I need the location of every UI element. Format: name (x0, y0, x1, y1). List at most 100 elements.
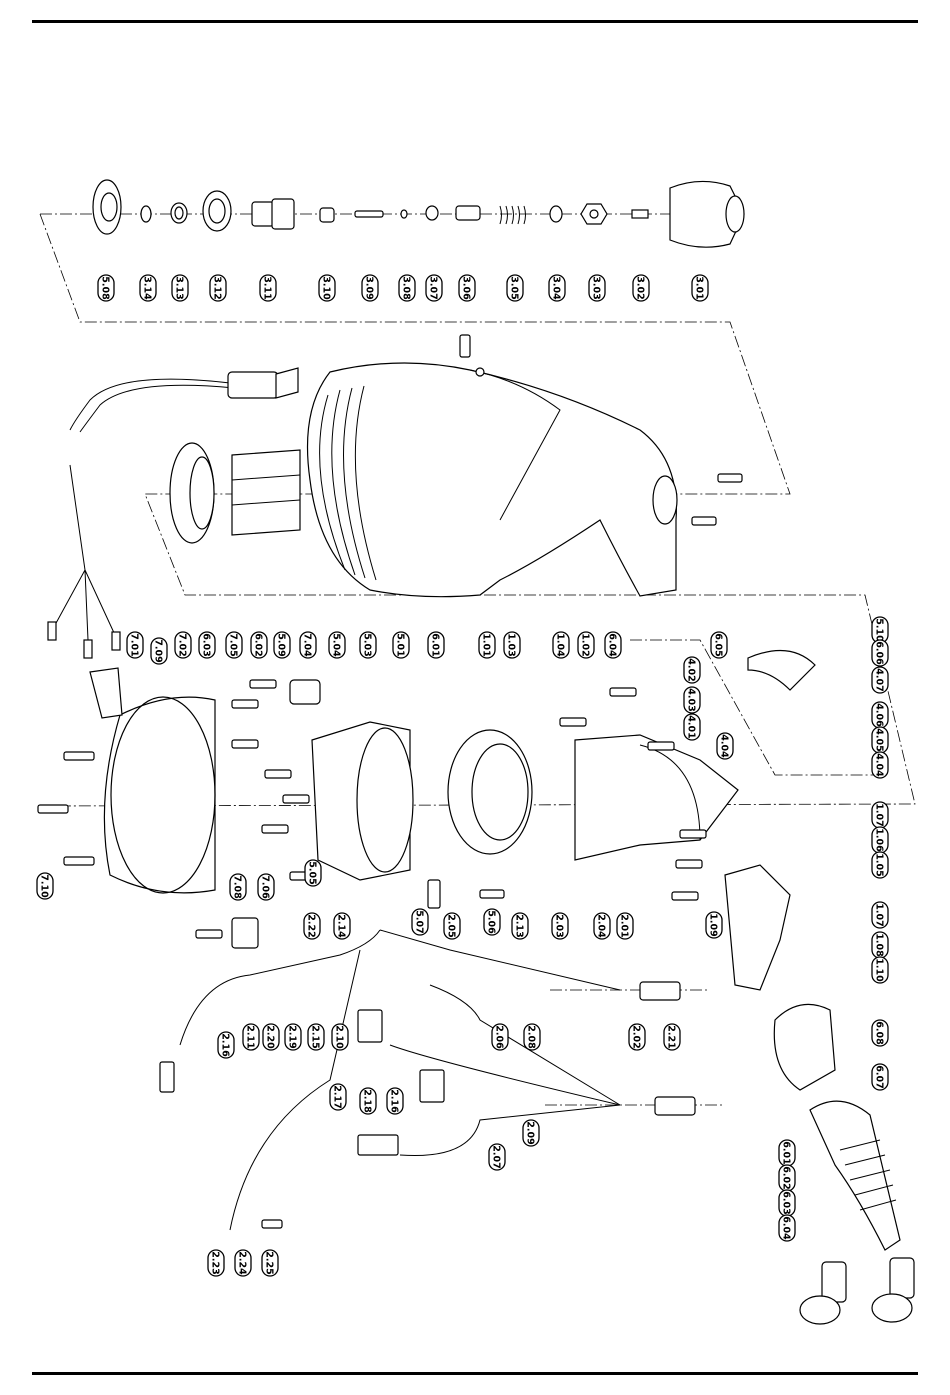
part-label-3-09: 3.09 (361, 274, 379, 302)
part-label-3-10: 3.10 (318, 274, 336, 302)
svg-text:4.05: 4.05 (874, 728, 885, 751)
svg-text:1.07: 1.07 (874, 903, 885, 926)
trigger-5-10 (747, 649, 816, 691)
svg-text:2.16: 2.16 (389, 1089, 400, 1113)
part-label-2-23: 2.23 (207, 1249, 225, 1277)
part-label-6-04: 6.04 (778, 1214, 796, 1242)
svg-text:7.10: 7.10 (39, 874, 50, 898)
part-label-1-03: 1.03 (503, 631, 521, 659)
part-label-5-07: 5.07 (411, 908, 429, 936)
svg-text:4.07: 4.07 (874, 668, 885, 691)
svg-text:6.02: 6.02 (253, 633, 264, 656)
part-label-6-07: 6.07 (871, 1063, 889, 1091)
part-label-2-10: 2.10 (331, 1023, 349, 1051)
part-label-3-07: 3.07 (425, 274, 443, 302)
part-label-1-05: 1.05 (871, 851, 889, 879)
part-label-6-03: 6.03 (198, 631, 216, 659)
part-label-5-01: 5.01 (392, 631, 410, 659)
part-label-1-07: 1.07 (871, 801, 889, 829)
svg-text:6.03: 6.03 (781, 1191, 792, 1214)
svg-text:1.08: 1.08 (874, 933, 885, 957)
svg-text:2.16: 2.16 (220, 1033, 231, 1057)
bottom-rule (32, 1372, 918, 1375)
svg-text:1.04: 1.04 (555, 633, 566, 657)
part-label-3-11: 3.11 (259, 274, 277, 302)
part-label-1-04: 1.04 (552, 631, 570, 659)
svg-text:2.01: 2.01 (619, 914, 630, 937)
top-rule (32, 20, 918, 23)
part-label-4-05: 4.05 (871, 726, 889, 754)
svg-text:3.08: 3.08 (401, 276, 412, 300)
part-label-1-09: 1.09 (705, 911, 723, 939)
part-label-2-15: 2.15 (307, 1023, 325, 1051)
part-label-7-04: 7.04 (299, 631, 317, 659)
svg-text:2.07: 2.07 (491, 1145, 502, 1168)
part-label-2-02: 2.02 (628, 1023, 646, 1051)
part-label-7-05: 7.05 (225, 631, 243, 659)
part-label-6-06: 6.06 (871, 639, 889, 667)
part-label-2-04: 2.04 (593, 912, 611, 940)
svg-text:6.01: 6.01 (430, 633, 441, 656)
svg-text:5.06: 5.06 (486, 910, 497, 934)
part-label-5-08: 5.08 (97, 274, 115, 302)
svg-text:1.05: 1.05 (874, 853, 885, 876)
brush-nozzle-6-01 (809, 1100, 901, 1251)
svg-text:4.02: 4.02 (686, 658, 697, 681)
part-label-7-08: 7.08 (229, 873, 247, 901)
svg-text:7.04: 7.04 (302, 633, 313, 657)
bellow-6-03 (169, 442, 215, 544)
part-label-2-09: 2.09 (522, 1119, 540, 1147)
svg-text:2.02: 2.02 (631, 1025, 642, 1048)
part-label-1-02: 1.02 (577, 631, 595, 659)
part-label-4-07: 4.07 (871, 666, 889, 694)
svg-text:7.06: 7.06 (260, 875, 271, 899)
svg-text:4.01: 4.01 (686, 715, 697, 738)
part-label-2-22: 2.22 (303, 912, 321, 940)
svg-text:6.05: 6.05 (713, 633, 724, 656)
svg-text:7.08: 7.08 (232, 875, 243, 899)
part-label-6-08: 6.08 (871, 1019, 889, 1047)
part-label-2-14: 2.14 (333, 912, 351, 940)
svg-text:7.02: 7.02 (177, 633, 188, 656)
svg-text:5.03: 5.03 (362, 633, 373, 656)
part-label-7-10: 7.10 (36, 872, 54, 900)
middle-row-parts (89, 442, 915, 1325)
main-housing-6-01 (306, 362, 678, 598)
svg-text:2.09: 2.09 (525, 1121, 536, 1144)
nut-3-03 (580, 203, 608, 225)
part-label-7-06: 7.06 (257, 873, 275, 901)
part-label-1-10: 1.10 (871, 956, 889, 984)
svg-text:2.14: 2.14 (336, 914, 347, 938)
part-label-4-02: 4.02 (683, 656, 701, 684)
part-label-3-08: 3.08 (398, 274, 416, 302)
part-label-2-03: 2.03 (551, 912, 569, 940)
svg-text:4.04: 4.04 (874, 753, 885, 777)
svg-text:6.04: 6.04 (607, 633, 618, 657)
part-label-6-01: 6.01 (778, 1139, 796, 1167)
svg-text:5.04: 5.04 (331, 633, 342, 657)
part-label-4-06: 4.06 (871, 701, 889, 729)
svg-text:6.06: 6.06 (874, 641, 885, 665)
svg-text:5.10: 5.10 (874, 618, 885, 642)
oring-3-08 (400, 209, 408, 219)
part-label-4-03: 4.03 (683, 686, 701, 714)
svg-text:6.02: 6.02 (781, 1166, 792, 1189)
svg-text:4.04: 4.04 (719, 734, 730, 758)
part-label-3-06: 3.06 (458, 274, 476, 302)
fitting-3-11 (251, 198, 295, 230)
svg-text:3.01: 3.01 (694, 276, 705, 299)
fan-housing-1-03 (447, 729, 533, 855)
part-label-2-18: 2.18 (359, 1087, 377, 1115)
part-label-2-17: 2.17 (329, 1083, 347, 1111)
part-label-3-05: 3.05 (506, 274, 524, 302)
svg-text:4.06: 4.06 (874, 703, 885, 727)
clip-3-04 (549, 205, 563, 223)
svg-text:1.03: 1.03 (506, 633, 517, 656)
svg-text:3.07: 3.07 (428, 276, 439, 299)
svg-text:3.13: 3.13 (174, 276, 185, 299)
svg-text:3.06: 3.06 (461, 276, 472, 300)
svg-text:2.03: 2.03 (554, 914, 565, 937)
motor-frame-5-01 (311, 721, 414, 881)
